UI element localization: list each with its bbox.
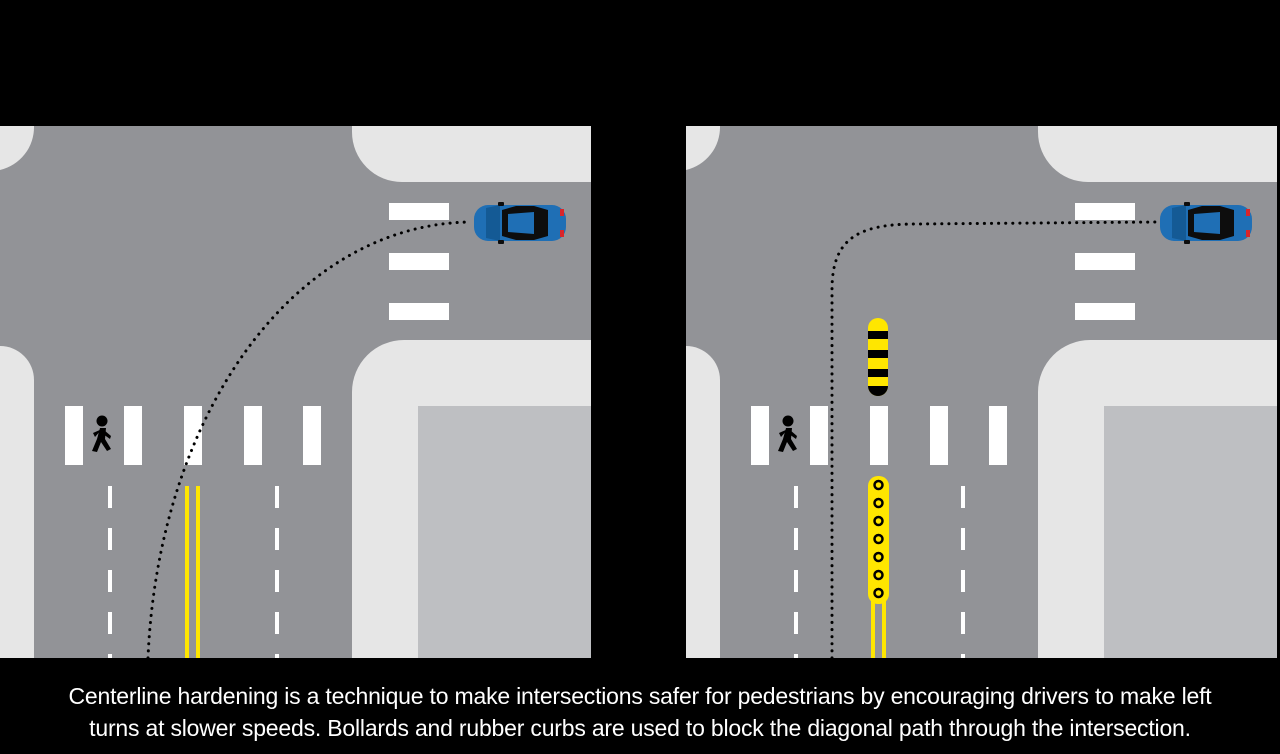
turn-path-hardened [830, 220, 1158, 660]
crosswalk-bottom [751, 406, 1007, 465]
bollard-icon [868, 318, 888, 396]
turn-path-diagonal [146, 220, 472, 660]
panel-after [686, 126, 1277, 660]
parking-lot [418, 406, 591, 658]
caption-line-2: turns at slower speeds. Bollards and rub… [89, 715, 1191, 741]
sidewalk-corner-bottom-left [0, 346, 34, 658]
sidewalk-corner-top-right [1038, 126, 1277, 182]
sidewalk-corner-top-left [686, 126, 721, 170]
parking-lot [1104, 406, 1277, 658]
sidewalk-corner-top-left [0, 126, 35, 170]
crosswalk-right [389, 203, 449, 320]
sidewalk-corner-top-right [352, 126, 591, 182]
car-icon [474, 202, 566, 244]
crosswalk-bottom [65, 406, 321, 465]
double-yellow-centerline [871, 600, 886, 658]
caption: Centerline hardening is a technique to m… [0, 680, 1280, 744]
sidewalk-corner-bottom-left [686, 346, 720, 658]
car-icon [1160, 202, 1252, 244]
panel-before [0, 126, 591, 660]
caption-line-1: Centerline hardening is a technique to m… [68, 683, 1212, 709]
double-yellow-centerline [185, 486, 200, 658]
rubber-curb-icon [868, 476, 889, 604]
crosswalk-right [1075, 203, 1135, 320]
